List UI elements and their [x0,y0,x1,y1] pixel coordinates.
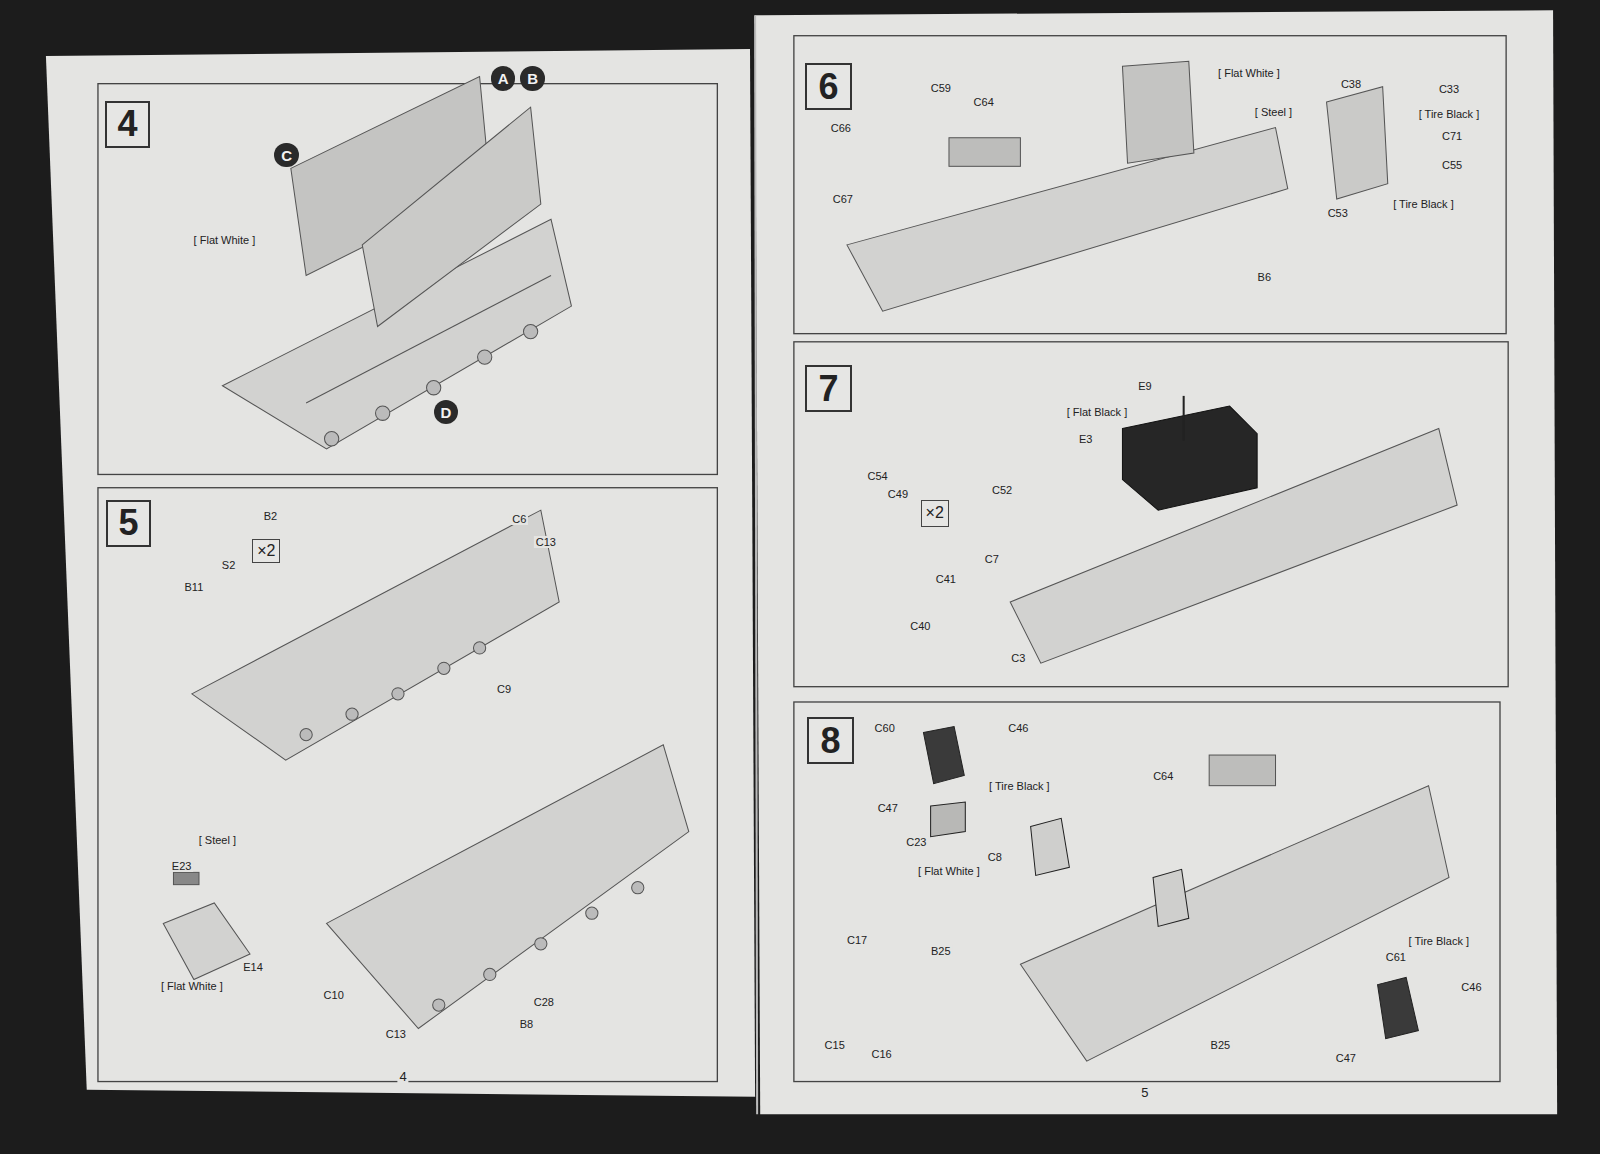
part-label: C9 [495,683,513,695]
step-text: D [440,404,451,421]
part-label: C71 [1440,130,1464,142]
part-label: E14 [241,961,265,973]
part-label: B2 [262,510,279,522]
part-label: C3 [1009,652,1027,664]
part-label: [ Tire Black ] [1417,108,1482,120]
part-label: [ Flat White ] [1216,67,1282,79]
part-label: [ Steel ] [1253,106,1294,118]
part-label: C13 [384,1028,408,1040]
part-label: [ Flat Black ] [1065,406,1130,418]
part-label: C17 [845,934,869,946]
part-label: C55 [1440,159,1464,171]
part-label: [ Tire Black ] [1407,935,1472,947]
step-number-box: 4 [105,101,150,148]
part-label: C10 [322,989,346,1001]
part-label: C64 [972,96,996,108]
part-letter-circle: C [274,143,298,167]
part-label: C33 [1437,83,1461,95]
page-number: 5 [1139,1084,1150,1099]
step-number-box: 6 [805,63,852,110]
step-text: C [281,147,292,164]
part-label: C66 [829,122,853,134]
part-label: [ Tire Black ] [987,780,1052,792]
part-label: E23 [170,860,194,872]
part-label: C46 [1006,722,1030,734]
step-number-box: 8 [807,717,854,764]
step-text: ×2 [926,504,944,522]
part-label: B25 [929,945,953,957]
part-label: B8 [518,1018,535,1030]
part-label: C47 [876,802,900,814]
part-label: C41 [934,573,958,585]
step-text: 7 [819,368,839,410]
step-number-box: 7 [805,365,852,412]
part-label: C16 [870,1048,894,1060]
part-label: C49 [886,488,910,500]
step-text: 5 [119,502,139,544]
part-label: C15 [823,1039,847,1051]
part-label: C38 [1339,78,1363,90]
part-label: C60 [873,722,897,734]
part-label: E9 [1136,380,1153,392]
part-label: C40 [908,620,932,632]
step-number-box: 5 [106,500,151,547]
part-label: C23 [904,836,928,848]
part-label: C28 [532,996,556,1008]
step-text: A [498,70,509,87]
part-label: C59 [929,82,953,94]
part-label: [ Steel ] [197,834,238,846]
part-letter-circle: A [491,66,515,90]
part-label: C53 [1326,207,1350,219]
part-label: C52 [990,484,1014,496]
step-text: 8 [821,720,841,762]
part-label: C47 [1334,1052,1358,1064]
part-label: E3 [1077,433,1094,445]
part-label: C7 [983,553,1001,565]
part-label: B25 [1209,1039,1233,1051]
part-label: [ Flat White ] [192,234,258,246]
step-text: 4 [118,103,138,145]
part-label: S2 [220,559,237,571]
part-label: C8 [986,851,1004,863]
part-label: [ Flat White ] [159,980,225,992]
part-label: C67 [831,193,855,205]
part-label: B6 [1256,271,1273,283]
part-label: [ Flat White ] [916,865,982,877]
part-label: C6 [510,513,528,525]
quantity-box: ×2 [252,539,280,562]
part-label: C64 [1151,770,1175,782]
part-label: B11 [182,581,205,593]
step-text: ×2 [257,542,275,560]
step-text: 6 [819,66,839,108]
part-label: [ Tire Black ] [1391,198,1456,210]
part-label: C54 [865,470,889,482]
part-label: C13 [534,536,558,548]
page-number: 4 [397,1068,408,1083]
step-text: B [527,70,538,87]
quantity-box: ×2 [921,500,949,527]
part-label: C61 [1384,951,1408,963]
part-label: C46 [1459,981,1483,993]
part-letter-circle: B [520,66,544,90]
